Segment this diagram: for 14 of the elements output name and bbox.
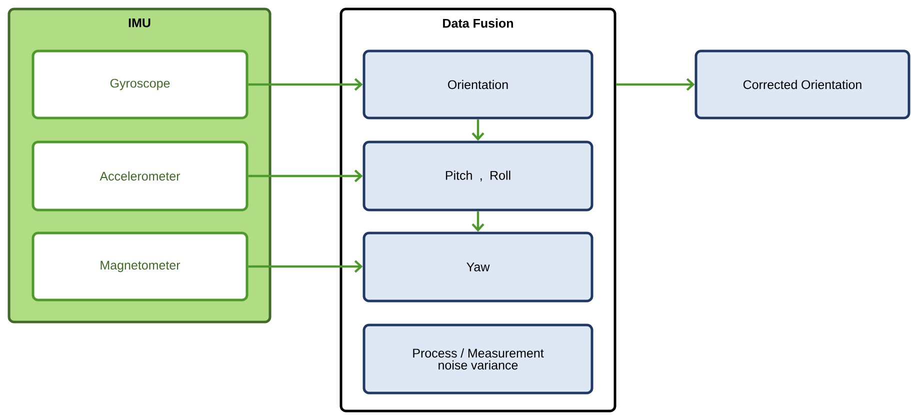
- sensor-box: Accelerometer: [32, 140, 248, 212]
- arrow: [248, 260, 363, 273]
- arrow: [248, 170, 363, 182]
- sensor-box: Magnetometer: [32, 232, 248, 302]
- process-box: Corrected Orientation: [694, 50, 910, 120]
- process-box: Orientation: [362, 50, 594, 120]
- process-box: Process / Measurement noise variance: [362, 324, 594, 394]
- arrow: [472, 119, 484, 141]
- process-box: Pitch , Roll: [362, 140, 594, 212]
- arrow: [616, 78, 695, 91]
- arrow: [472, 211, 484, 232]
- process-box: Yaw: [362, 232, 594, 302]
- sensor-box: Gyroscope: [32, 50, 248, 120]
- arrow: [248, 78, 363, 91]
